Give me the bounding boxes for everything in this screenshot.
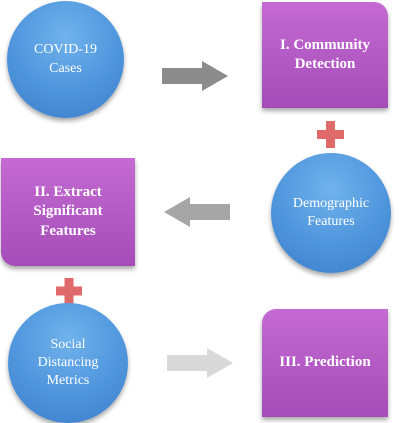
plus-icon [56,278,82,304]
community-detection-box: I. Community Detection [262,2,388,108]
social-distancing-label: Social Distancing Metrics [37,336,99,389]
extract-features-label: II. Extract Significant Features [33,183,103,239]
arrow-right-icon [162,61,228,91]
demographic-features-node: Demographic Features [271,153,391,273]
arrow-right-icon [167,348,233,378]
social-distancing-node: Social Distancing Metrics [8,303,128,423]
plus-icon [317,121,344,148]
community-detection-label: I. Community Detection [279,36,370,73]
demographic-features-label: Demographic Features [292,195,370,229]
extract-features-box: II. Extract Significant Features [1,158,135,266]
prediction-label: III. Prediction [279,354,371,371]
covid-cases-node: COVID-19 Cases [7,1,124,118]
prediction-box: III. Prediction [262,309,388,417]
covid-cases-label: COVID-19 Cases [34,42,97,76]
arrow-left-icon [164,197,230,227]
